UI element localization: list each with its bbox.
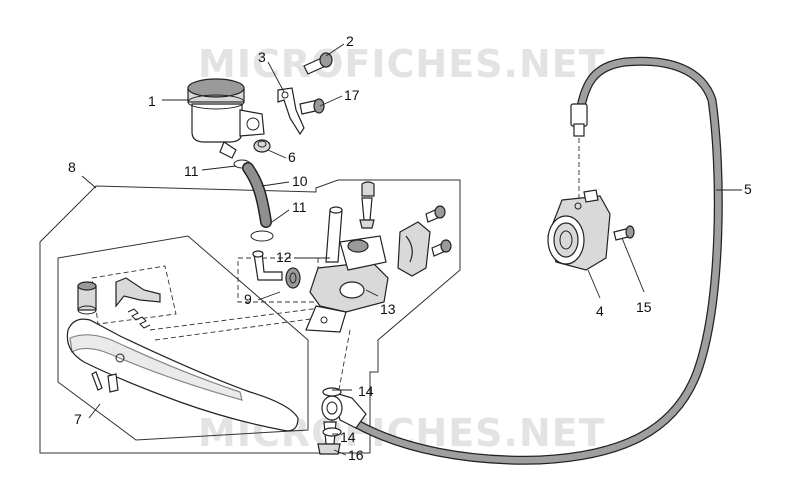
callout-14-upper: 14	[358, 383, 374, 399]
callout-16: 16	[348, 447, 364, 463]
mounting-screw	[299, 98, 325, 115]
callout-13: 13	[380, 301, 396, 317]
clutch-lever	[66, 318, 299, 432]
callout-7: 7	[74, 411, 82, 427]
bracket-screw	[303, 52, 333, 75]
callout-5: 5	[744, 181, 752, 197]
sealing-washer-upper	[322, 387, 342, 397]
callout-2: 2	[346, 33, 354, 49]
fluid-reservoir	[187, 78, 265, 159]
clamp-screw-top	[425, 205, 446, 223]
adjuster-spring	[127, 308, 151, 329]
hose-elbow-fitting	[252, 250, 283, 281]
callout-11-upper: 11	[184, 163, 199, 179]
grommet	[253, 139, 271, 153]
callout-12: 12	[276, 249, 292, 265]
lever-nut	[107, 373, 119, 393]
piston-rod	[325, 206, 343, 263]
lever-assembly-frame	[39, 179, 461, 454]
callout-4: 4	[596, 303, 604, 319]
slave-cylinder	[547, 189, 611, 271]
watermark-top: MICROFICHES.NET	[198, 42, 606, 86]
lever-pin	[91, 371, 103, 391]
hose-clip-lower	[250, 230, 274, 242]
callout-1: 1	[148, 93, 156, 109]
handlebar-clamp	[397, 221, 431, 277]
reservoir-bracket	[277, 87, 305, 136]
reservoir-hose	[242, 162, 272, 228]
master-cylinder	[305, 235, 389, 333]
adjuster-cam	[115, 277, 161, 308]
clamp-screw-bottom	[431, 239, 452, 257]
callout-17: 17	[344, 87, 360, 103]
bleed-screw	[359, 197, 375, 229]
callout-11-lower: 11	[292, 199, 307, 215]
callout-9: 9	[244, 291, 252, 307]
callout-10: 10	[292, 173, 308, 189]
seal-ring	[285, 267, 301, 289]
callout-8: 8	[68, 159, 76, 175]
callout-15: 15	[636, 299, 652, 315]
pivot-bushing	[77, 281, 97, 315]
lever-subassembly-frame	[57, 235, 309, 441]
clutch-hose	[321, 56, 723, 465]
callout-6: 6	[288, 149, 296, 165]
callout-14-lower: 14	[340, 429, 356, 445]
callout-3: 3	[258, 49, 266, 65]
alignment-dash-1	[149, 307, 321, 331]
dust-cap	[361, 181, 375, 197]
alignment-dash-2	[154, 317, 319, 341]
slave-cylinder-screw	[613, 225, 635, 241]
alignment-dash-3	[337, 329, 351, 396]
sealing-washer-lower	[322, 427, 342, 437]
leader-lines	[81, 43, 742, 456]
